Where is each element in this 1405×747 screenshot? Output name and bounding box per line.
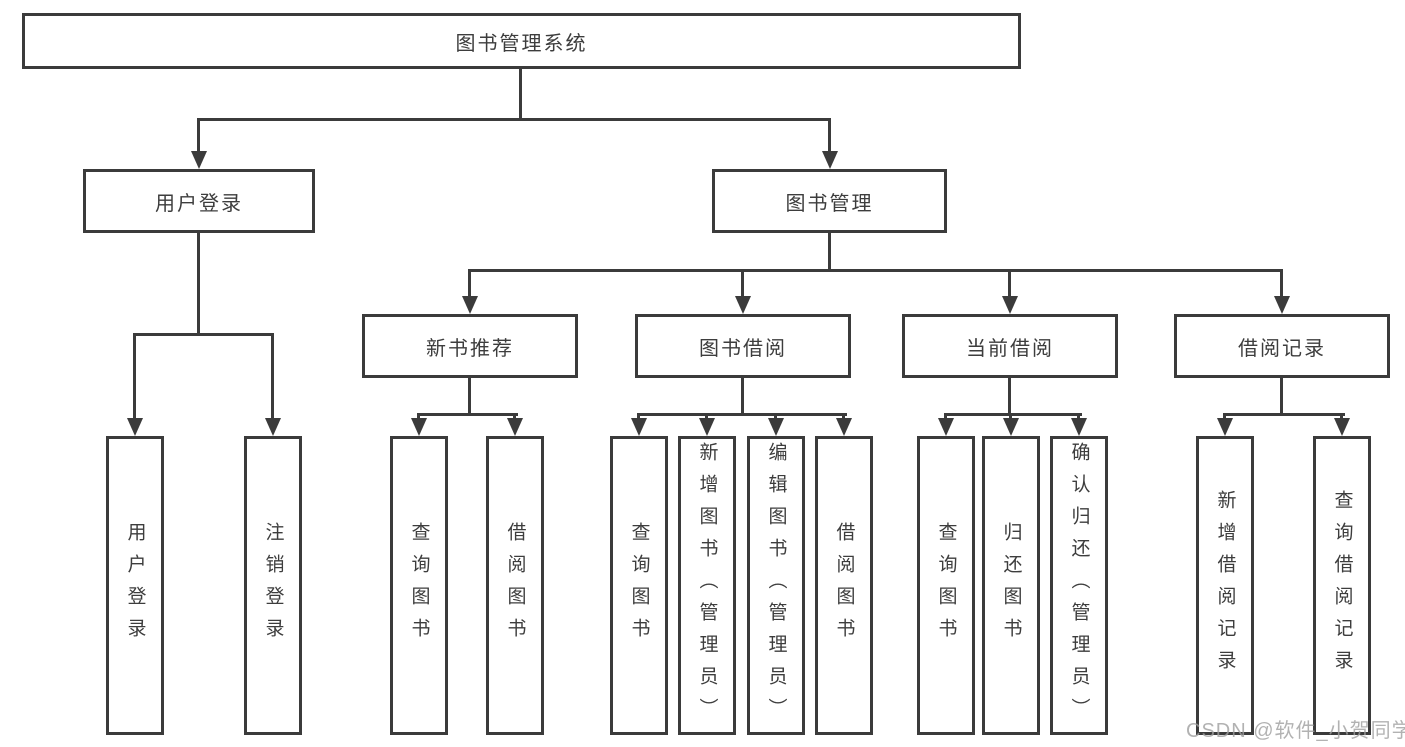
leaf-label: 新增图书（管理员） [696,441,718,730]
arrow-down-icon [938,418,954,436]
connector-line [468,269,471,299]
leaf-borrow-books: 借阅图书 [815,436,873,735]
connector-line [741,378,744,415]
section-book-borrowing: 图书借阅 [635,314,851,378]
arrow-down-icon [631,418,647,436]
arrow-down-icon [462,296,478,314]
section-current-borrowing: 当前借阅 [902,314,1118,378]
connector-line [1340,413,1343,422]
connector-line [197,233,200,335]
connector-line [1223,413,1345,416]
arrow-down-icon [265,418,281,436]
arrow-down-icon [735,296,751,314]
arrow-down-icon [699,418,715,436]
connector-line [1008,378,1011,415]
leaf-logout: 注销登录 [244,436,302,735]
connector-line [1223,413,1226,422]
connector-line [513,413,516,422]
branch-user-login: 用户登录 [83,169,315,233]
section-new-book-recommendation: 新书推荐 [362,314,578,378]
leaf-confirm-return-admin: 确认归还（管理员） [1050,436,1108,735]
leaf-borrow-books-recommend: 借阅图书 [486,436,544,735]
connector-line [271,333,274,420]
leaf-query-books-borrow: 查询图书 [610,436,668,735]
connector-line [1280,269,1283,299]
connector-line [468,378,471,415]
branch-book-management: 图书管理 [712,169,947,233]
connector-line [133,333,274,336]
connector-line [197,118,200,153]
leaf-query-books-recommend: 查询图书 [390,436,448,735]
arrow-down-icon [411,418,427,436]
arrow-down-icon [1334,418,1350,436]
connector-line [774,413,777,422]
leaf-query-borrow-record: 查询借阅记录 [1313,436,1371,735]
leaf-label: 用户登录 [124,521,146,650]
leaf-label: 查询图书 [408,521,430,650]
connector-line [842,413,845,422]
arrow-down-icon [1274,296,1290,314]
leaf-label: 借阅图书 [504,521,526,650]
leaf-label: 确认归还（管理员） [1068,441,1090,730]
arrow-down-icon [507,418,523,436]
arrow-down-icon [1217,418,1233,436]
node-root: 图书管理系统 [22,13,1021,69]
leaf-label: 归还图书 [1000,521,1022,650]
arrow-down-icon [1071,418,1087,436]
arrow-down-icon [836,418,852,436]
section-borrowing-records: 借阅记录 [1174,314,1390,378]
leaf-label: 借阅图书 [833,521,855,650]
arrow-down-icon [822,151,838,169]
leaf-label: 注销登录 [262,521,284,650]
connector-line [705,413,708,422]
connector-line [417,413,420,422]
connector-line [828,118,831,153]
arrow-down-icon [768,418,784,436]
connector-line [741,269,744,299]
leaf-edit-books-admin: 编辑图书（管理员） [747,436,805,735]
connector-line [197,118,831,121]
arrow-down-icon [127,418,143,436]
leaf-label: 编辑图书（管理员） [765,441,787,730]
connector-line [1077,413,1080,422]
connector-line [417,413,518,416]
arrow-down-icon [1002,296,1018,314]
leaf-add-borrow-record: 新增借阅记录 [1196,436,1254,735]
connector-line [468,269,1283,272]
connector-line [828,233,831,271]
arrow-down-icon [191,151,207,169]
leaf-label: 查询图书 [935,521,957,650]
connector-line [1009,413,1012,422]
connector-line [637,413,640,422]
arrow-down-icon [1003,418,1019,436]
leaf-return-books: 归还图书 [982,436,1040,735]
leaf-label: 查询图书 [628,521,650,650]
connector-line [133,333,136,420]
leaf-label: 查询借阅记录 [1331,489,1353,682]
connector-line [1280,378,1283,415]
leaf-user-login: 用户登录 [106,436,164,735]
connector-line [944,413,947,422]
connector-line [637,413,847,416]
leaf-query-books-current: 查询图书 [917,436,975,735]
csdn-watermark: CSDN @软件_小贺同学 [1186,720,1405,742]
connector-line [1008,269,1011,299]
connector-line [519,69,522,120]
connector-line [944,413,1082,416]
leaf-add-books-admin: 新增图书（管理员） [678,436,736,735]
leaf-label: 新增借阅记录 [1214,489,1236,682]
